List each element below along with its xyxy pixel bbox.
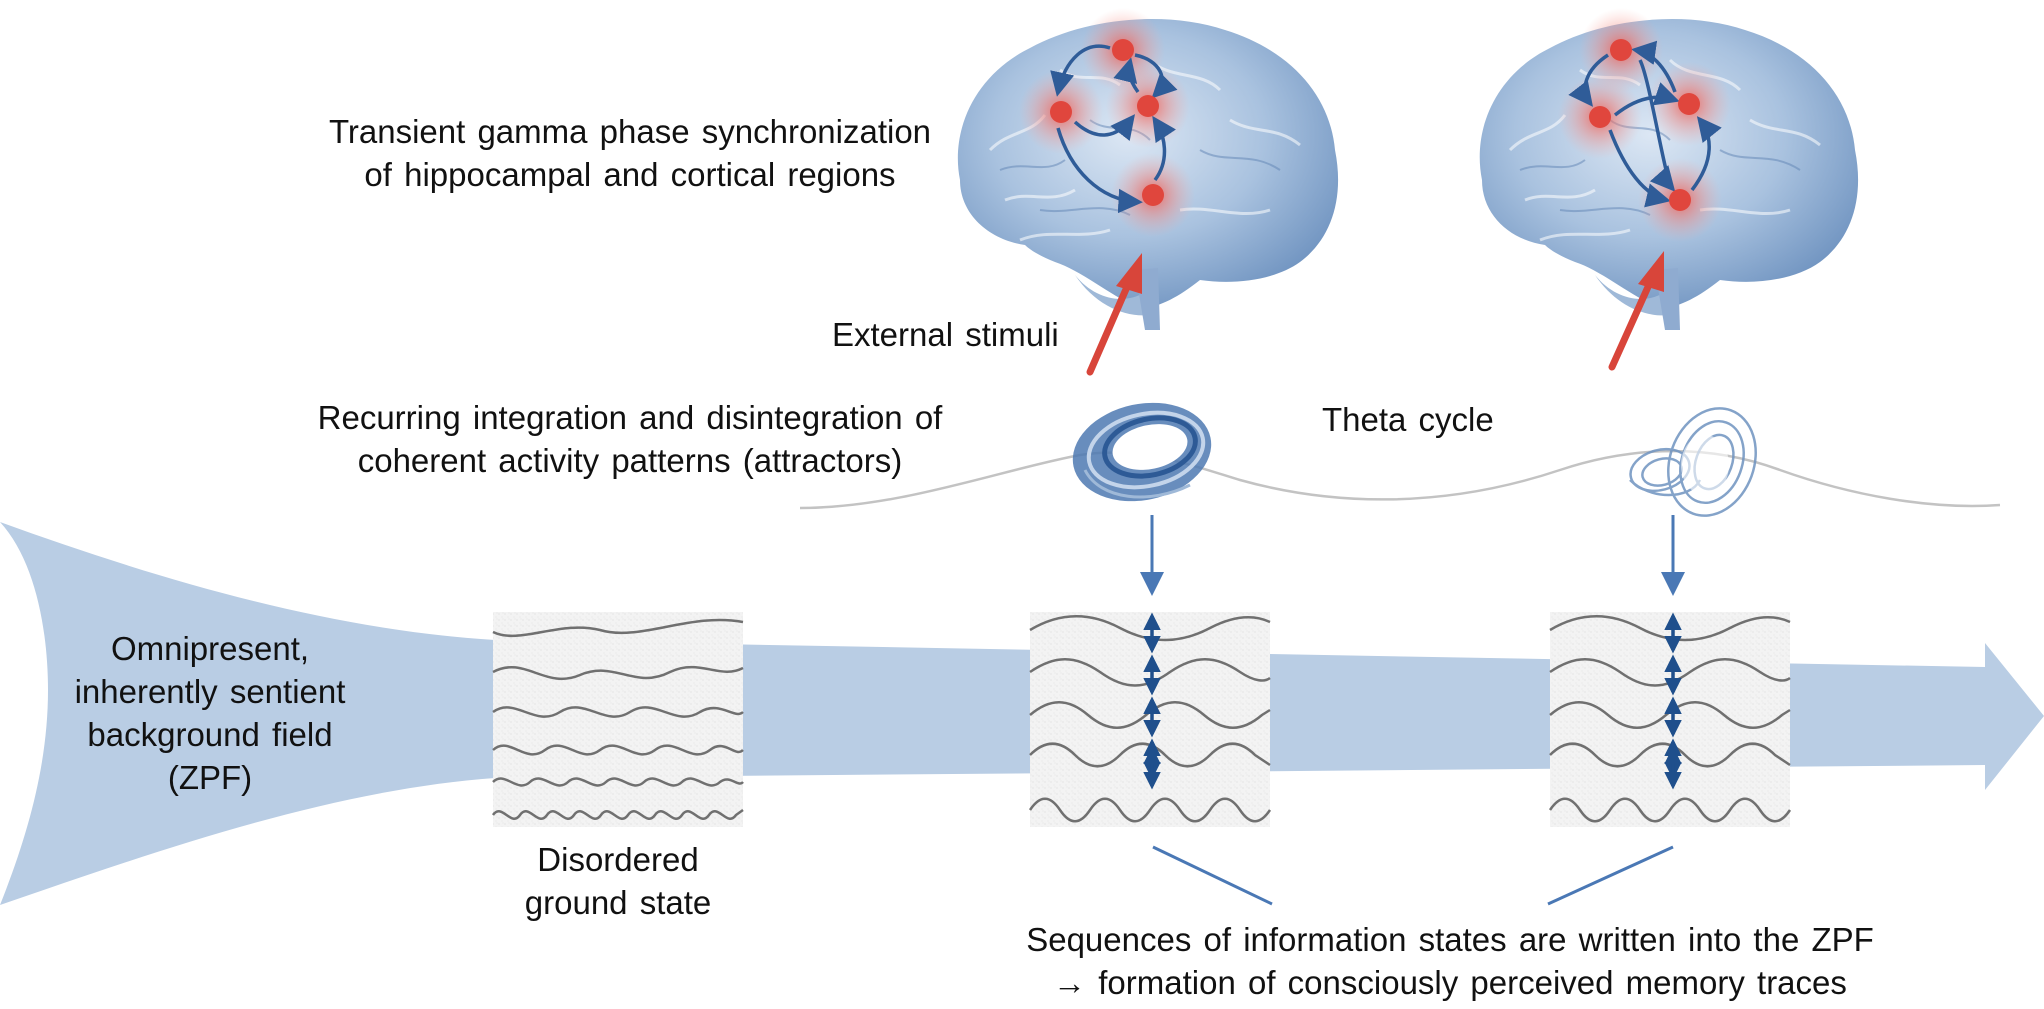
background-field-band <box>0 522 2044 905</box>
wave-panel <box>1028 612 1272 827</box>
sequences-caption-line2: → formation of consciously perceived mem… <box>1053 964 1847 1001</box>
external-stimuli-label: External stimuli <box>832 316 1059 353</box>
background-field-line4: (ZPF) <box>167 759 253 796</box>
caption-pointer-line <box>1547 845 1674 906</box>
background-field-line2: inherently sentient <box>74 673 346 710</box>
caption-pointer-line <box>1152 845 1273 906</box>
attractor-icon <box>1072 402 1212 502</box>
recurring-integration-label: Recurring integration and disintegration… <box>250 396 1010 482</box>
brain-icon <box>1479 8 1859 330</box>
gamma-sync-label: Transient gamma phase synchronization of… <box>250 110 1010 196</box>
brain-icon <box>957 8 1339 330</box>
gamma-sync-line1: Transient gamma phase synchronization <box>328 113 932 150</box>
gamma-sync-line2: of hippocampal and cortical regions <box>364 156 896 193</box>
sequences-caption-line1: Sequences of information states are writ… <box>1026 921 1874 958</box>
background-field-line1: Omnipresent, <box>110 630 310 667</box>
disordered-state-line2: ground state <box>524 884 712 921</box>
disordered-state-label: Disordered ground state <box>468 838 768 924</box>
theta-cycle-label: Theta cycle <box>1322 401 1494 438</box>
external-stimuli-arrow <box>1608 251 1664 371</box>
background-field-line3: background field <box>87 716 333 753</box>
sequences-caption: Sequences of information states are writ… <box>900 918 2000 1004</box>
wave-panel <box>1548 612 1792 827</box>
theta-wave-line <box>799 449 2001 510</box>
external-stimuli-arrow <box>1086 253 1142 376</box>
wave-panel <box>491 612 744 827</box>
attractor-to-field-arrow <box>1661 515 1685 596</box>
disordered-state-line1: Disordered <box>537 841 699 878</box>
recurring-integration-line2: coherent activity patterns (attractors) <box>357 442 903 479</box>
recurring-integration-line1: Recurring integration and disintegration… <box>317 399 943 436</box>
attractor-to-field-arrow <box>1140 515 1164 596</box>
background-field-label: Omnipresent, inherently sentient backgro… <box>40 627 380 799</box>
